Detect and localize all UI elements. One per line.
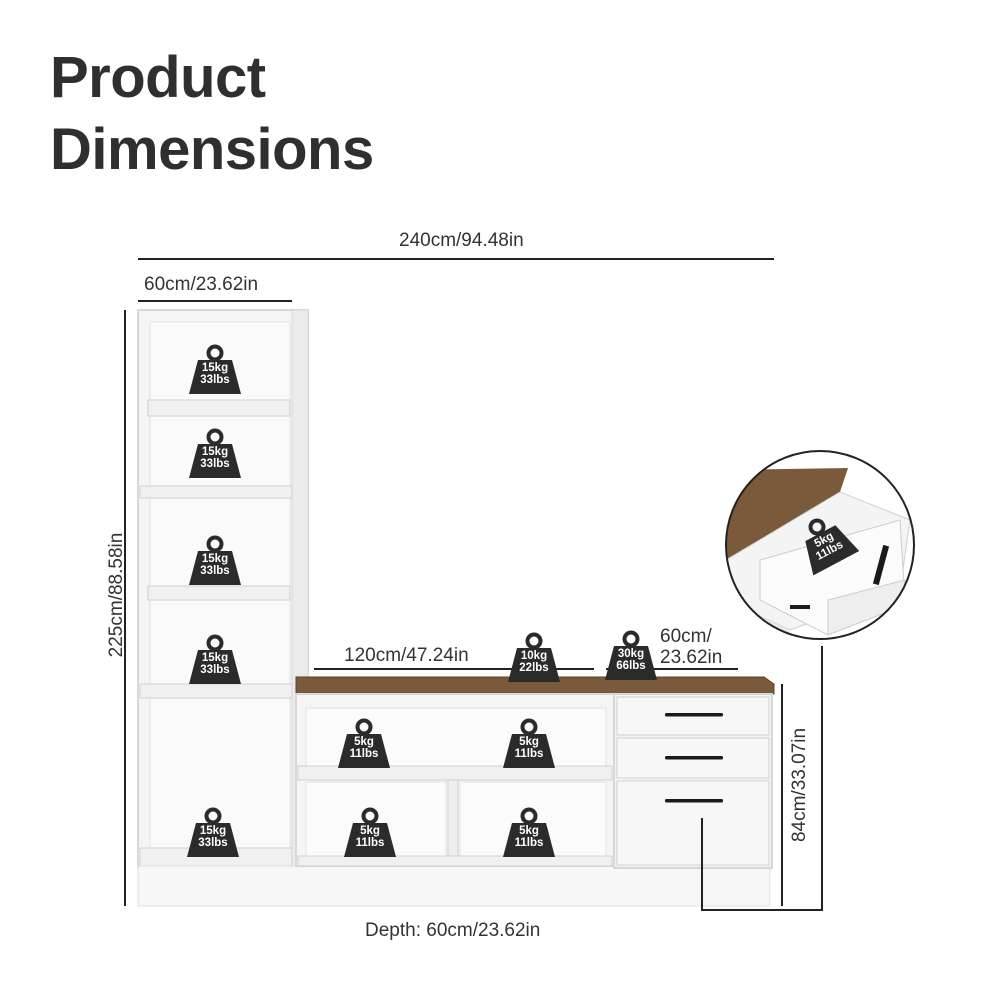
weight-kg: 5kg xyxy=(354,736,374,748)
weight-lbs: 33lbs xyxy=(200,458,230,470)
weight-icon xyxy=(187,807,239,857)
weight-kg: 30kg xyxy=(617,648,645,660)
weight-kg: 15kg xyxy=(199,825,227,837)
weight-kg: 15kg xyxy=(201,362,229,374)
title-line-2: Dimensions xyxy=(50,117,374,182)
weight-icon xyxy=(189,535,241,585)
weight-icon xyxy=(503,718,555,768)
tower-shelf-3 xyxy=(147,585,291,601)
depth-label: Depth: 60cm/23.62in xyxy=(365,920,541,941)
weight-lbs: 33lbs xyxy=(200,374,230,386)
open-unit-floor xyxy=(297,855,613,867)
tower-shelf-1 xyxy=(147,399,291,417)
open-unit-width-label: 120cm/47.24in xyxy=(344,645,469,666)
drawer-zoom-detail xyxy=(726,451,914,639)
weight-icon xyxy=(605,630,657,680)
open-unit-divider xyxy=(447,779,459,865)
weight-kg: 5kg xyxy=(519,825,539,837)
weight-kg: 15kg xyxy=(201,553,229,565)
weight-lbs: 11lbs xyxy=(514,748,544,760)
weight-icon xyxy=(508,632,560,682)
weight-icon xyxy=(503,807,555,857)
weight-lbs: 11lbs xyxy=(355,837,385,849)
weight-icon xyxy=(189,428,241,478)
weight-lbs: 66lbs xyxy=(616,660,646,672)
base-height-label: 84cm/33.07in xyxy=(789,727,810,843)
weight-lbs: 33lbs xyxy=(198,837,228,849)
weight-lbs: 22lbs xyxy=(519,662,549,674)
weight-icon xyxy=(344,807,396,857)
weight-lbs: 33lbs xyxy=(200,664,230,676)
total-height-label: 225cm/88.58in xyxy=(106,532,127,658)
weight-lbs: 11lbs xyxy=(349,748,379,760)
tower-shelf-4 xyxy=(139,683,293,699)
weight-kg: 10kg xyxy=(520,650,548,662)
weight-icon xyxy=(805,518,860,576)
drawer-unit-width-line2: 23.62in xyxy=(660,647,723,668)
wood-countertop xyxy=(295,676,775,695)
drawer-callout-line xyxy=(701,646,823,911)
drawer-zoom-circle xyxy=(725,450,915,640)
page-title: Product Dimensions xyxy=(50,42,374,186)
weight-icon xyxy=(338,718,390,768)
drawer-1-handle xyxy=(665,713,723,717)
title-line-1: Product xyxy=(50,45,266,110)
weight-kg: 15kg xyxy=(201,446,229,458)
cabinet-door xyxy=(616,780,770,866)
tower-shelf-2 xyxy=(139,485,293,499)
weight-kg: 5kg xyxy=(360,825,380,837)
weight-lbs: 11lbs xyxy=(514,837,544,849)
drawer-unit-width-line1: 60cm/ xyxy=(660,626,712,647)
weight-icon xyxy=(189,634,241,684)
tower-width-label: 60cm/23.62in xyxy=(144,274,259,295)
door-handle xyxy=(665,799,723,803)
total-width-label: 240cm/94.48in xyxy=(399,230,524,251)
weight-lbs: 33lbs xyxy=(200,565,230,577)
drawer-2-handle xyxy=(665,756,723,760)
weight-kg: 15kg xyxy=(201,652,229,664)
drawer-unit-width-label: 60cm/ 23.62in xyxy=(660,626,722,668)
weight-kg: 5kg xyxy=(519,736,539,748)
plinth xyxy=(137,865,771,907)
weight-icon xyxy=(189,344,241,394)
